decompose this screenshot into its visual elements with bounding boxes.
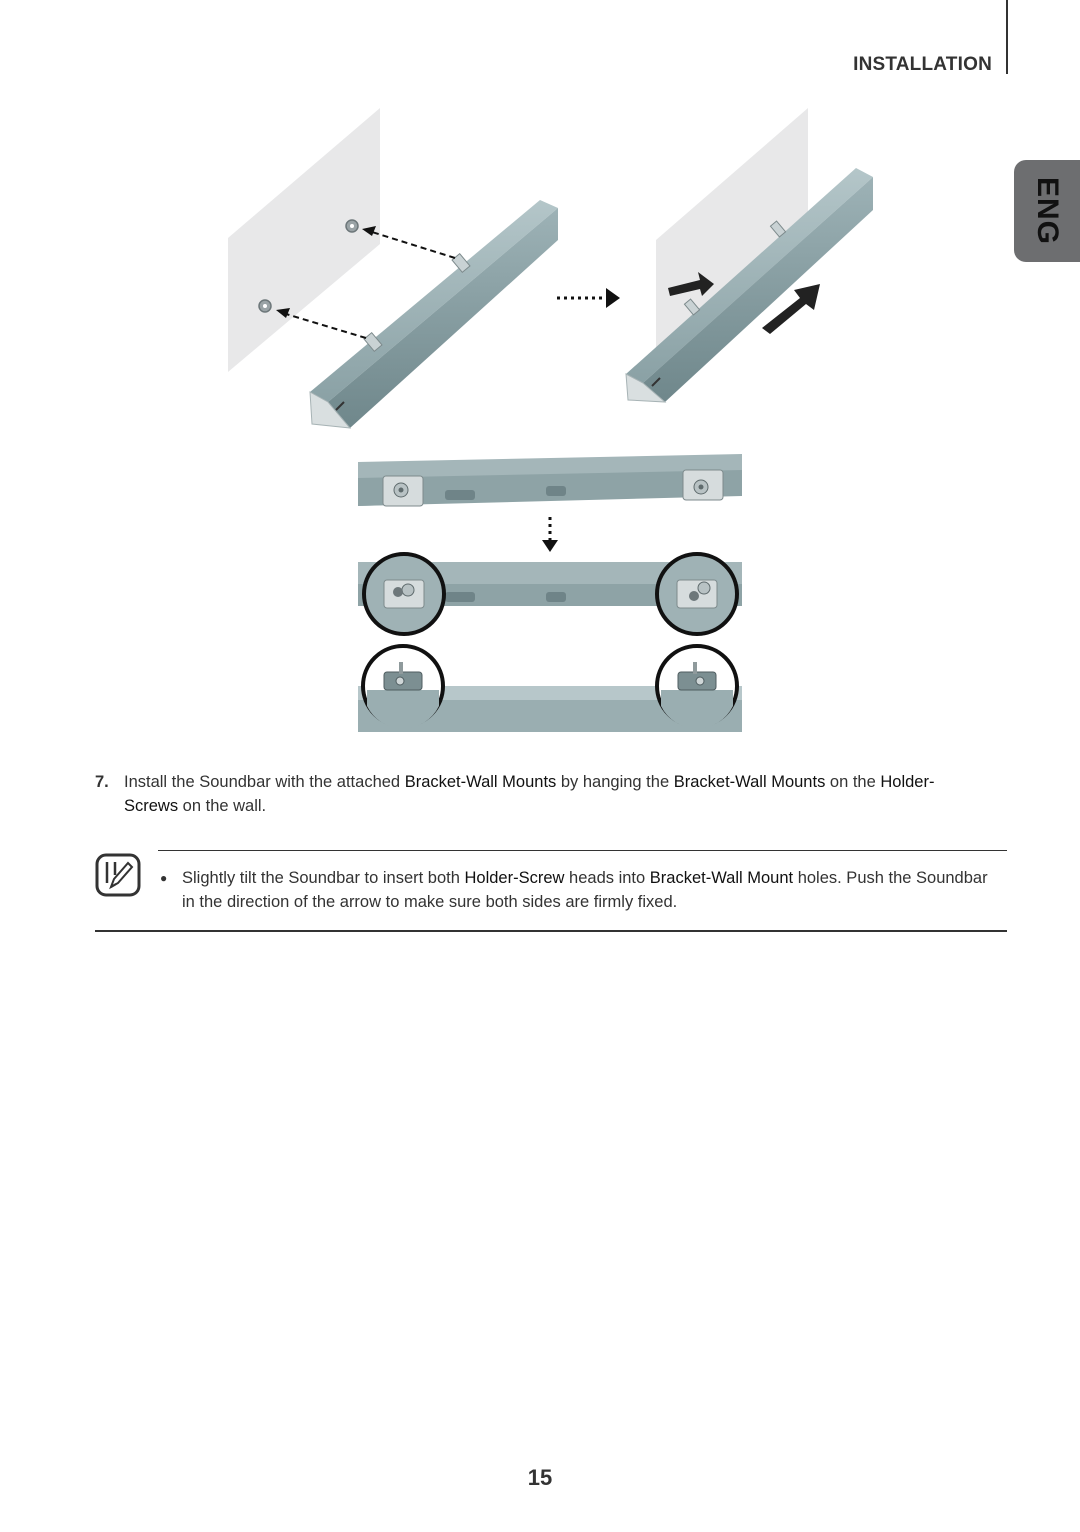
language-tab: ENG	[1014, 160, 1080, 262]
detail-circle-left	[362, 552, 446, 636]
diagram-bottom-view	[358, 454, 742, 507]
down-arrow-icon	[542, 517, 558, 552]
detail-circle-right	[655, 552, 739, 636]
installation-illustration	[228, 108, 873, 732]
term-bracket-wall-mounts: Bracket-Wall Mounts	[404, 773, 557, 791]
push-arrow-icon	[762, 284, 820, 334]
wall-panel	[228, 108, 380, 372]
bracket-wall-mount	[683, 298, 701, 316]
note-bottom-divider	[95, 930, 1007, 932]
insert-arrow-icon	[362, 226, 456, 259]
insert-arrow-icon	[276, 308, 367, 339]
note-top-divider	[158, 850, 1007, 851]
detail-circle-left	[361, 644, 445, 729]
note-text-part: holes. Push the Soundbar in the directio…	[182, 869, 988, 911]
step-text: Install the Soundbar with the attached B…	[124, 770, 975, 818]
soundbar-illustration	[309, 200, 558, 429]
diagram-engaged-view	[358, 552, 742, 636]
step-text-part: by hanging the	[556, 773, 674, 791]
note-text-part: heads into	[564, 869, 650, 887]
header-divider	[1006, 0, 1008, 74]
term-bracket-wall-mount: Bracket-Wall Mount	[649, 869, 794, 887]
note-text-block: ● Slightly tilt the Soundbar to insert b…	[160, 866, 1000, 914]
page-number: 15	[527, 1465, 553, 1490]
push-arrow-icon	[668, 272, 714, 296]
step-text-part: on the wall.	[178, 797, 267, 815]
bracket-wall-mount	[769, 220, 787, 238]
detail-circle-right	[655, 644, 739, 729]
bracket-wall-mount	[682, 469, 724, 501]
term-holder-screws: Holder-Screws	[124, 773, 935, 815]
step-number: 7.	[95, 773, 109, 791]
step-7: 7. Install the Soundbar with the attache…	[95, 770, 975, 818]
note-text-part: Slightly tilt the Soundbar to insert bot…	[182, 869, 465, 887]
diagram-side-view	[358, 644, 742, 732]
step-text-part: Install the Soundbar with the attached	[124, 773, 405, 791]
soundbar-illustration	[625, 168, 873, 403]
bracket-wall-mount	[363, 331, 383, 353]
holder-screw-icon	[345, 219, 359, 233]
holder-screw-icon	[258, 299, 272, 313]
term-holder-screw: Holder-Screw	[464, 869, 565, 887]
diagram-step-push	[625, 108, 873, 403]
bracket-wall-mount	[382, 475, 424, 507]
diagram-step-hang	[228, 108, 558, 429]
note-pencil-icon	[95, 853, 141, 897]
section-title: INSTALLATION	[853, 54, 992, 75]
bullet-icon: ●	[160, 871, 168, 885]
step-text-part: on the	[825, 773, 881, 791]
term-bracket-wall-mounts: Bracket-Wall Mounts	[673, 773, 826, 791]
bracket-wall-mount	[451, 252, 471, 274]
note-text: Slightly tilt the Soundbar to insert bot…	[182, 866, 1000, 914]
next-step-arrow-icon	[557, 288, 620, 308]
